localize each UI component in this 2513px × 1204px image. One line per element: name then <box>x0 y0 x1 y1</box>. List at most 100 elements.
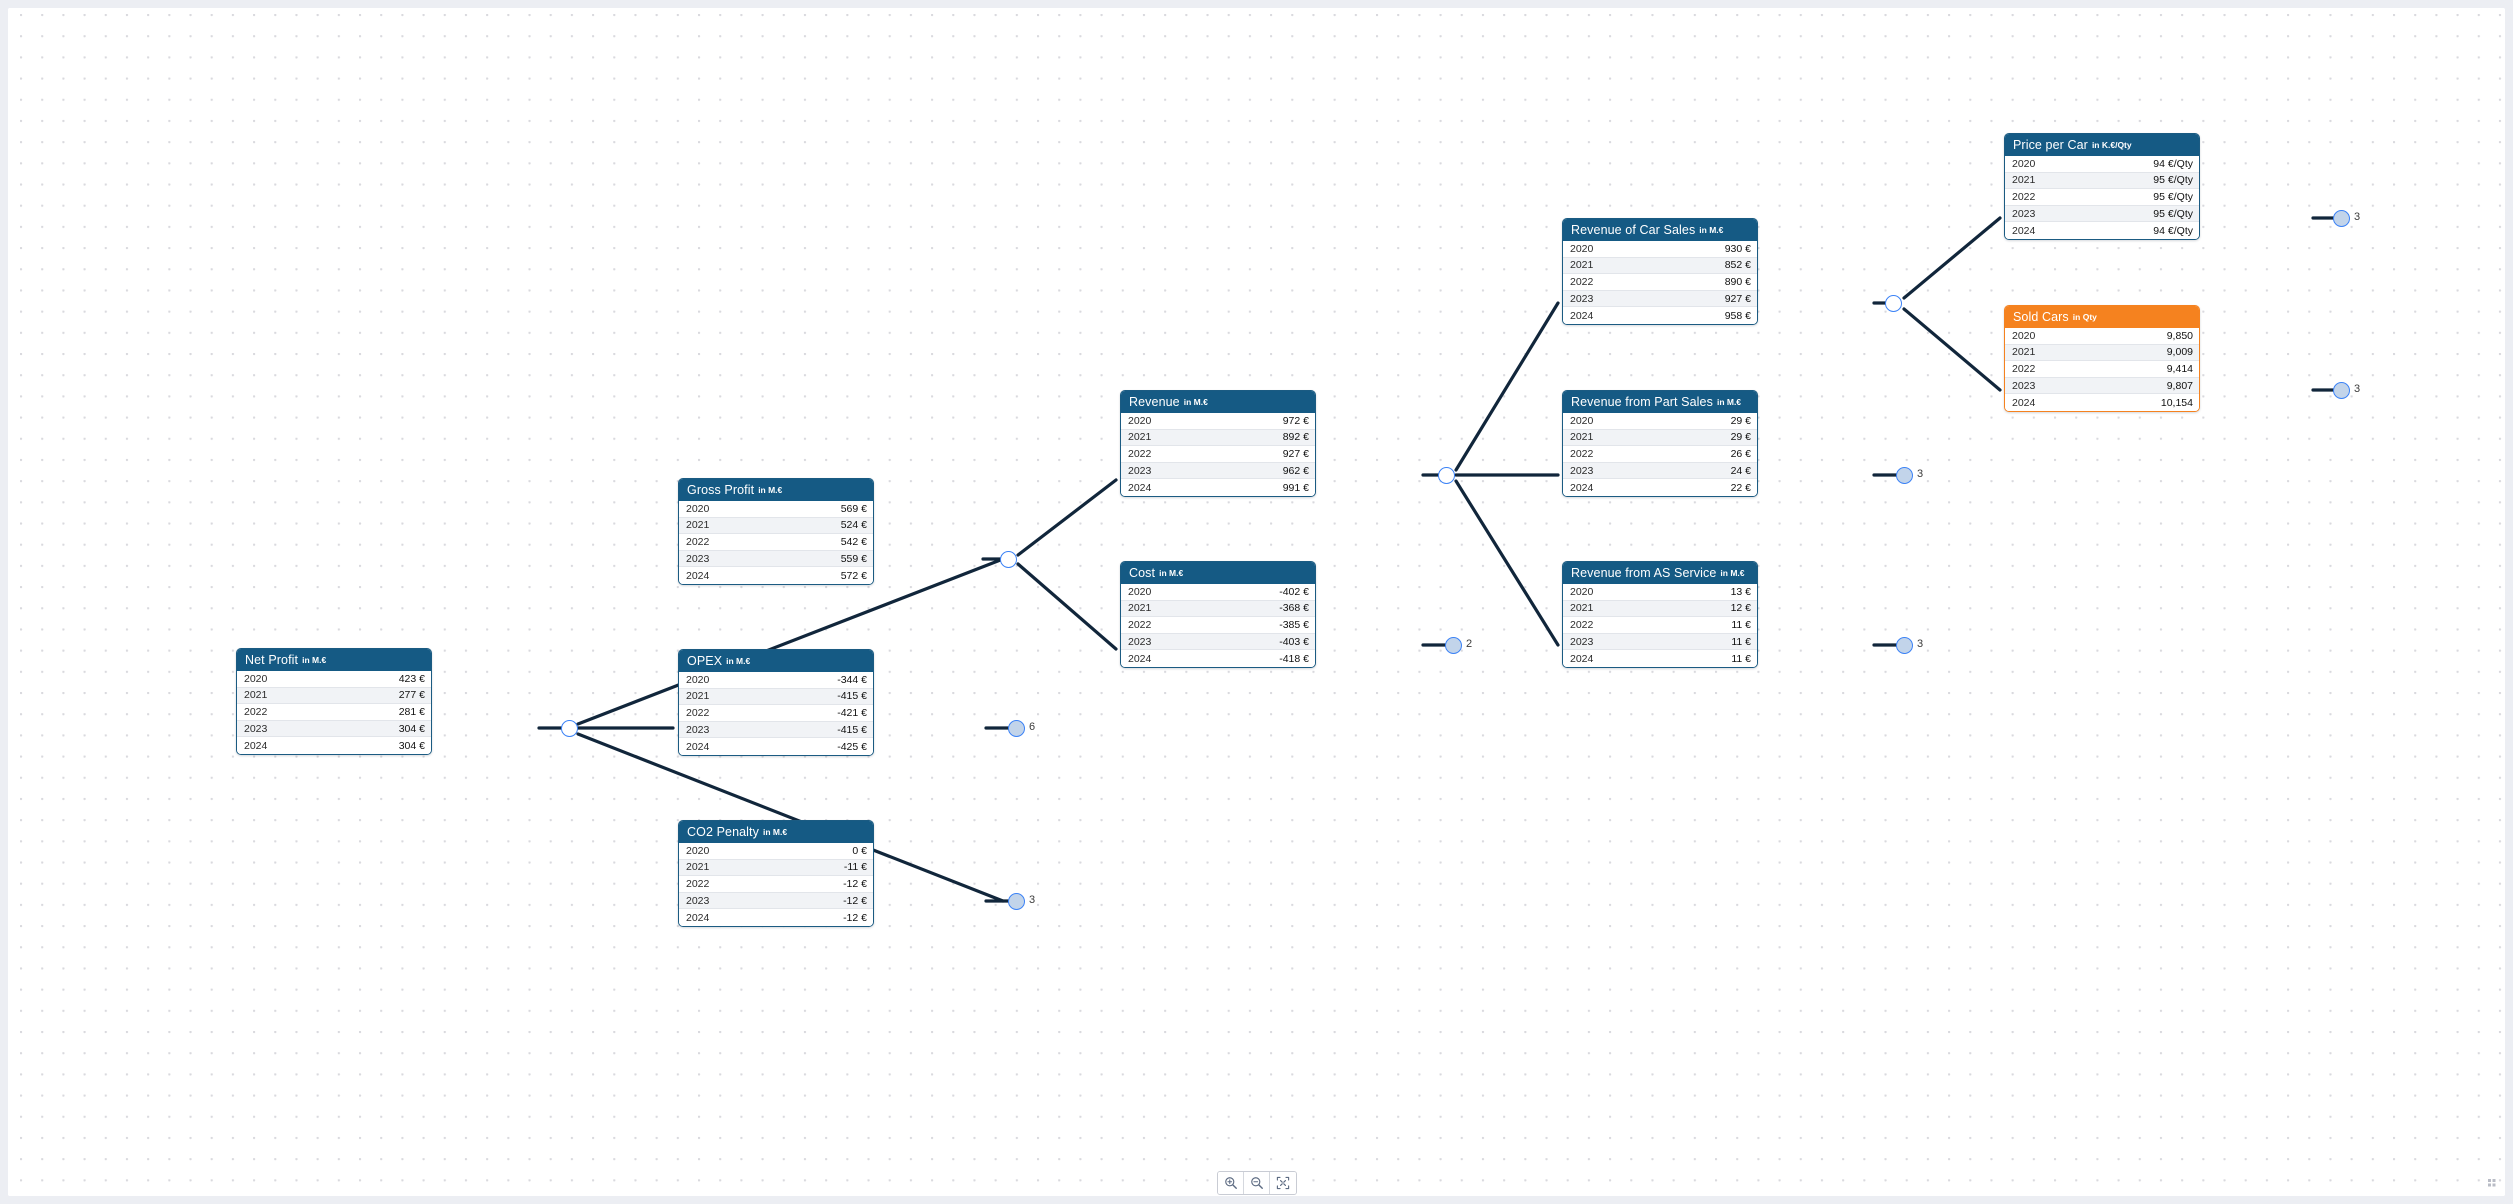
table-row[interactable]: 2024-418 € <box>1121 650 1315 667</box>
table-row[interactable]: 2021-11 € <box>679 859 873 877</box>
row-value: 22 € <box>1730 481 1751 494</box>
canvas-toolbar <box>1217 1171 1297 1195</box>
junction-revenue[interactable] <box>1438 467 1455 484</box>
table-row[interactable]: 2022-385 € <box>1121 617 1315 634</box>
junction-net-profit[interactable] <box>561 720 578 737</box>
row-year: 2023 <box>1128 464 1152 477</box>
collapsed-toggle-co2-penalty[interactable] <box>1008 893 1025 910</box>
table-row[interactable]: 2023-403 € <box>1121 633 1315 651</box>
collapsed-toggle-as-service[interactable] <box>1896 637 1913 654</box>
resize-grip-icon[interactable] <box>2488 1179 2499 1190</box>
junction-gross-profit[interactable] <box>1000 551 1017 568</box>
table-row[interactable]: 2021-368 € <box>1121 600 1315 618</box>
collapsed-toggle-cost[interactable] <box>1445 637 1462 654</box>
collapsed-toggle-sold-cars[interactable] <box>2333 382 2350 399</box>
table-row[interactable]: 2020-402 € <box>1121 584 1315 601</box>
zoom-out-button[interactable] <box>1244 1172 1270 1194</box>
row-year: 2020 <box>244 672 268 685</box>
node-rows: 2020-344 € 2021-415 € 2022-421 € 2023-41… <box>679 672 873 755</box>
table-row[interactable]: 2023-415 € <box>679 721 873 739</box>
collapsed-toggle-part-sales[interactable] <box>1896 467 1913 484</box>
edge-revenue-carsales <box>1454 301 1560 472</box>
table-row[interactable]: 2024-425 € <box>679 738 873 755</box>
table-row[interactable]: 2022-12 € <box>679 876 873 893</box>
table-row[interactable]: 2024-12 € <box>679 909 873 926</box>
fit-to-screen-button[interactable] <box>1270 1172 1296 1194</box>
collapsed-toggle-price-per-car[interactable] <box>2333 210 2350 227</box>
row-value: 9,414 <box>2166 362 2193 375</box>
table-row[interactable]: 2022-421 € <box>679 705 873 722</box>
table-row[interactable]: 2021-415 € <box>679 688 873 706</box>
zoom-in-button[interactable] <box>1218 1172 1244 1194</box>
table-row[interactable]: 2020-344 € <box>679 672 873 689</box>
collapsed-toggle-opex[interactable] <box>1008 720 1025 737</box>
table-row[interactable]: 2023-12 € <box>679 892 873 910</box>
row-year: 2022 <box>244 705 268 718</box>
junction-car-sales[interactable] <box>1885 295 1902 312</box>
